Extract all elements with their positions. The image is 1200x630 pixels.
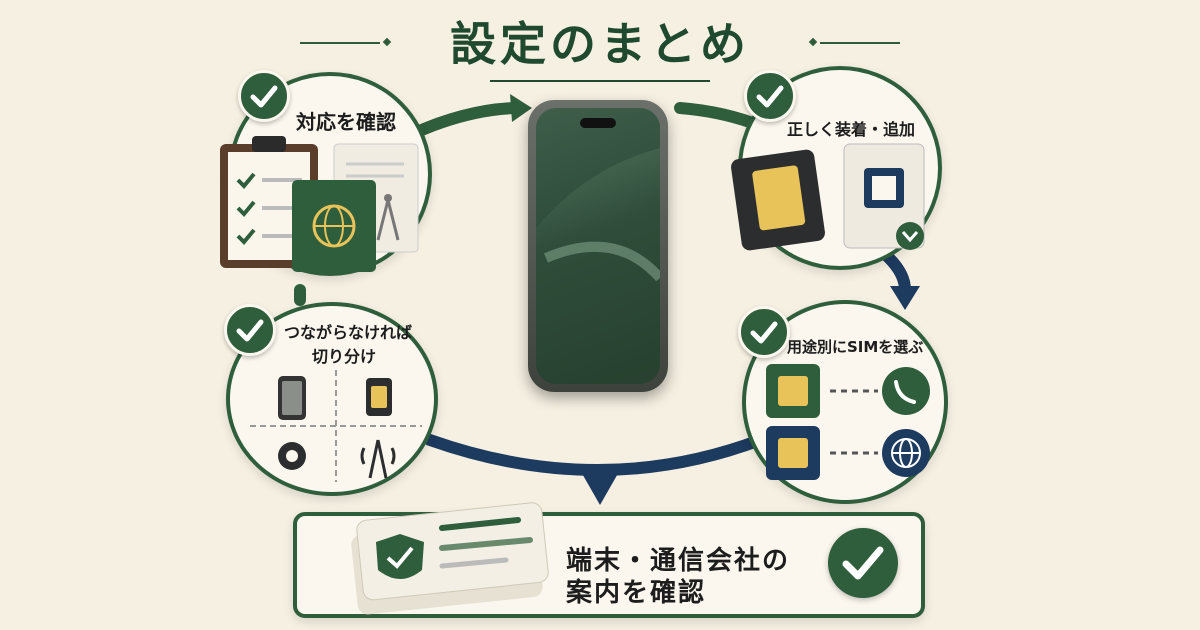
esim-icon <box>843 143 925 249</box>
check-compat-illustration <box>220 136 419 272</box>
title-divider-right <box>820 42 900 44</box>
phone-screen <box>536 108 660 384</box>
page-title: 設定のまとめ <box>450 17 750 71</box>
passport-icon <box>292 180 376 272</box>
step-label-choose-sim: 用途別にSIMを選ぶ <box>787 338 924 356</box>
choose-sim-illustration <box>766 364 930 480</box>
clipboard-icon <box>220 136 318 268</box>
confirm-label-2: 案内を確認 <box>566 578 707 608</box>
troubleshoot-grid <box>250 370 422 482</box>
check-icon <box>238 70 290 122</box>
arrow-bottom-arc <box>424 434 766 476</box>
arrowhead-right-down <box>890 286 920 310</box>
arrowhead-top-left <box>510 94 532 122</box>
check-icon <box>828 528 898 598</box>
check-icon <box>738 306 790 358</box>
check-icon <box>224 304 276 356</box>
step-label-troubleshoot-2: 切り分け <box>312 347 377 366</box>
install-illustration <box>731 143 925 251</box>
globe-icon <box>312 204 356 248</box>
title-divider-left <box>300 42 380 44</box>
download-arrow-icon <box>896 222 924 250</box>
smartphone-icon <box>528 100 668 392</box>
antenna-icon <box>360 439 396 479</box>
sim-tray-icon <box>731 149 825 251</box>
phone-notch <box>580 118 616 128</box>
sim-card-icon <box>766 426 820 480</box>
arrowhead-bottom <box>580 470 620 505</box>
smartphone-icon <box>278 376 306 420</box>
confirm-label-1: 端末・通信会社の <box>566 546 791 576</box>
step-label-check-compat: 対応を確認 <box>296 110 396 134</box>
phone-wallpaper <box>536 108 660 282</box>
step-label-troubleshoot-1: つながらなければ <box>284 323 413 342</box>
shield-check-icon <box>376 534 424 579</box>
phone-call-icon <box>882 367 930 415</box>
check-icon <box>744 70 796 122</box>
globe-icon <box>882 429 930 477</box>
sim-card-icon <box>766 364 820 418</box>
antenna-icon <box>376 194 400 241</box>
step-label-install: 正しく装着・追加 <box>787 120 916 139</box>
sim-card-icon <box>366 378 392 416</box>
title-underline <box>490 80 710 82</box>
gear-icon <box>278 442 306 470</box>
guide-card-illustration <box>351 502 549 615</box>
